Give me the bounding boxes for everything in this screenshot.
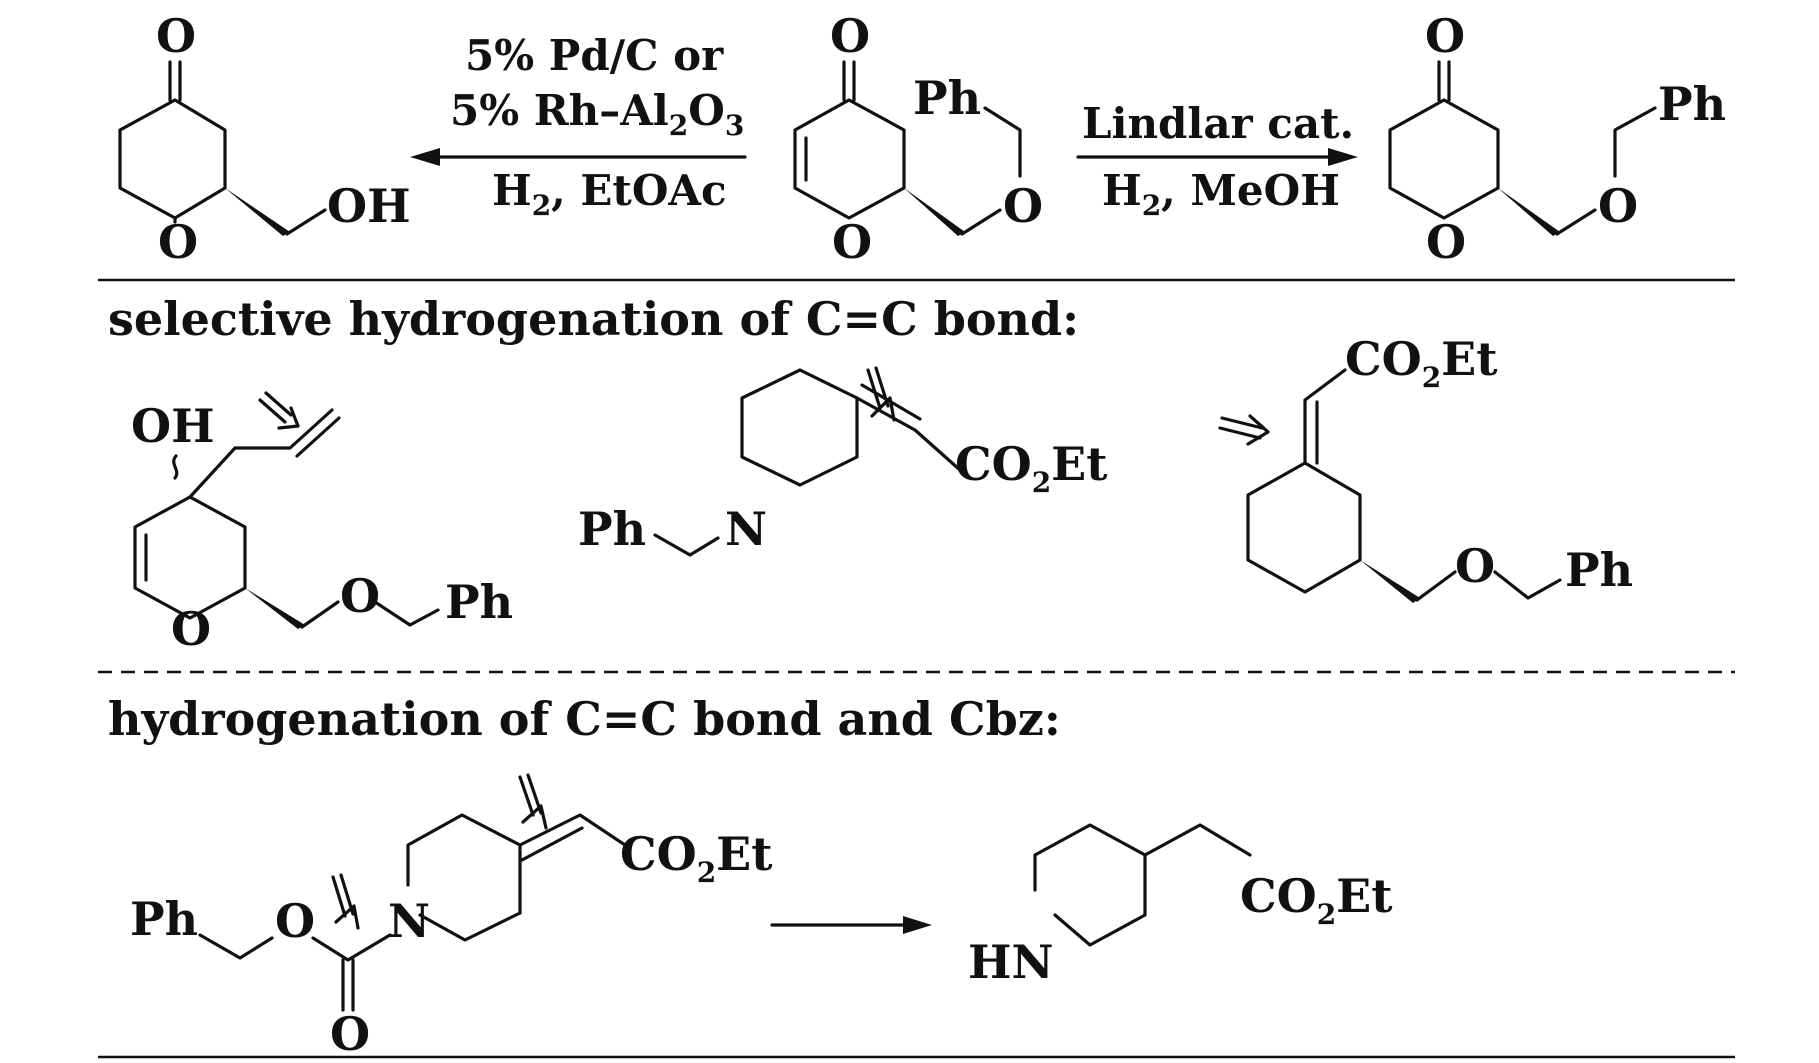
ester-label: CO2Et — [1240, 869, 1393, 931]
reaction-arrow-left: 5% Pd/C or 5% Rh–Al2O3 H2, EtOAc — [410, 31, 747, 222]
phenyl-label: Ph — [1565, 543, 1633, 597]
amine-label: HN — [968, 935, 1054, 989]
condition-h2-meoh: H2, MeOH — [1102, 166, 1340, 222]
ring-oxygen: O — [171, 602, 211, 656]
ester-label: CO2Et — [955, 437, 1108, 499]
molecule-benzylpiperidylidene-acetate: N Ph CO2Et — [578, 366, 1108, 557]
ester-oxygen: O — [275, 894, 315, 948]
nitrogen-label: N — [388, 894, 430, 948]
nitrogen-label: N — [725, 502, 767, 556]
molecule-cyclohexylidene-acetate: CO2Et O Ph — [1218, 332, 1633, 603]
ring-oxygen: O — [832, 215, 872, 269]
condition-catalyst-pd: 5% Pd/C or — [465, 31, 724, 80]
molecule-benzyloxymethyl-tetrahydropyranone: O O O Ph — [1388, 9, 1726, 269]
hydroxyl-label: OH — [327, 179, 411, 233]
phenyl-label: Ph — [578, 502, 646, 556]
ether-oxygen: O — [1455, 539, 1495, 593]
molecule-hydroxymethyl-tetrahydropyranone: O O OH — [118, 9, 411, 269]
phenyl-label: Ph — [130, 892, 198, 946]
condition-h2-etoac: H2, EtOAc — [492, 166, 727, 222]
molecule-allyl-dihydropyranol: OH O O Ph — [131, 391, 513, 656]
condition-lindlar: Lindlar cat. — [1082, 99, 1354, 148]
ether-oxygen: O — [1003, 179, 1043, 233]
carbonyl-oxygen: O — [156, 9, 196, 63]
ring-oxygen: O — [1426, 215, 1466, 269]
phenyl-label: Ph — [913, 71, 981, 125]
ester-label: CO2Et — [1345, 332, 1498, 394]
wedge-bond — [1498, 188, 1560, 236]
molecule-piperidinyl-acetate: HN CO2Et — [968, 823, 1393, 989]
hydroxyl-label: OH — [131, 399, 215, 453]
section-heading-cbz: hydrogenation of C=C bond and Cbz: — [108, 692, 1061, 746]
wedge-bond — [225, 188, 290, 236]
molecule-benzyloxymethyl-dihydropyranone: O O O Ph — [793, 9, 1043, 269]
ester-label: CO2Et — [620, 827, 773, 889]
ether-oxygen: O — [1598, 179, 1638, 233]
condition-catalyst-rh: 5% Rh–Al2O3 — [450, 86, 744, 142]
phenyl-label: Ph — [445, 575, 513, 629]
reaction-arrow-bottom — [770, 916, 932, 934]
carbonyl-oxygen: O — [330, 1007, 370, 1061]
carbonyl-oxygen: O — [830, 9, 870, 63]
wedge-bond — [245, 588, 305, 629]
wedge-bond — [1360, 560, 1420, 603]
wedge-bond — [904, 188, 965, 236]
ether-oxygen: O — [340, 569, 380, 623]
molecule-cbz-piperidylidene-acetate: Ph O N O CO2Et — [130, 773, 773, 1061]
section-heading-selective: selective hydrogenation of C=C bond: — [108, 292, 1079, 346]
carbonyl-oxygen: O — [1425, 9, 1465, 63]
reaction-arrow-right: Lindlar cat. H2, MeOH — [1076, 99, 1358, 222]
ring-oxygen: O — [158, 215, 198, 269]
phenyl-label: Ph — [1658, 77, 1726, 131]
